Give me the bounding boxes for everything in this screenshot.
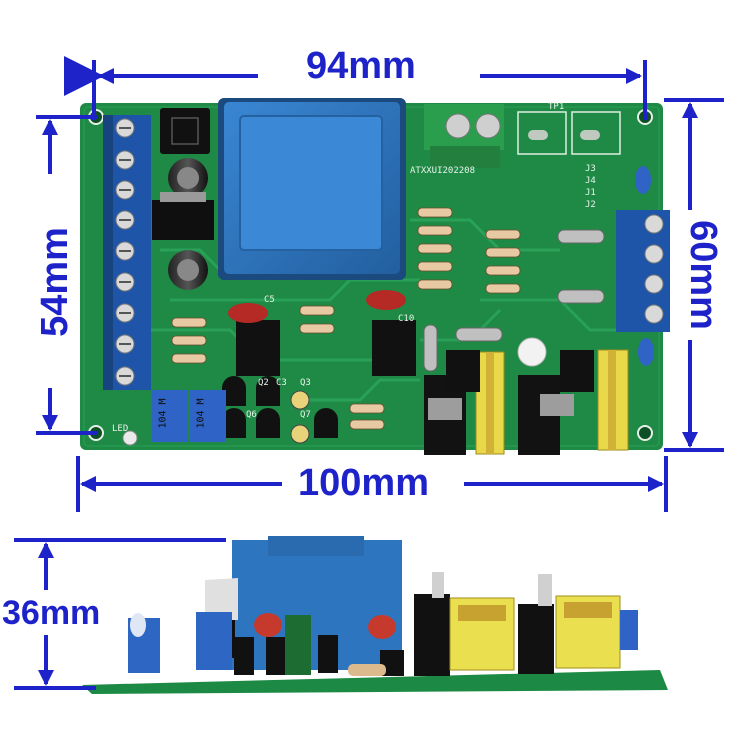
right-height-label: 60mm [682,214,724,336]
q2-label: Q2 [258,378,269,388]
j3-label: J3 [585,164,596,174]
pcb-side-view [82,536,668,694]
j1-label: J1 [585,188,596,198]
bottom-width-label: 100mm [292,463,435,503]
tp1-label: TP1 [548,102,565,112]
top-width-label: 94mm [300,46,422,86]
left-potentiometer-label: 104 M [157,398,169,429]
q7-label: Q7 [300,410,311,420]
board-code-label: ATXXUI202208 [410,166,476,176]
resistor-array [171,207,605,430]
left-height-label: 54mm [34,221,76,343]
j2-label: J2 [585,200,596,210]
right-potentiometer-label: 104 M [195,398,207,429]
led-label: LED [112,424,129,434]
c5-label: C5 [264,295,275,305]
arrowheads [38,68,698,686]
q3-label: Q3 [300,378,311,388]
left-terminal-block [103,115,151,390]
j4-label: J4 [585,176,596,186]
right-terminal-block [616,210,670,332]
c10-label: C10 [398,314,415,324]
c3-label: C3 [276,378,287,388]
q6-label: Q6 [246,410,257,420]
power-stage [424,349,629,455]
transformer [218,98,406,280]
pcb-top-view [80,98,670,455]
side-height-label: 36mm [0,593,103,633]
